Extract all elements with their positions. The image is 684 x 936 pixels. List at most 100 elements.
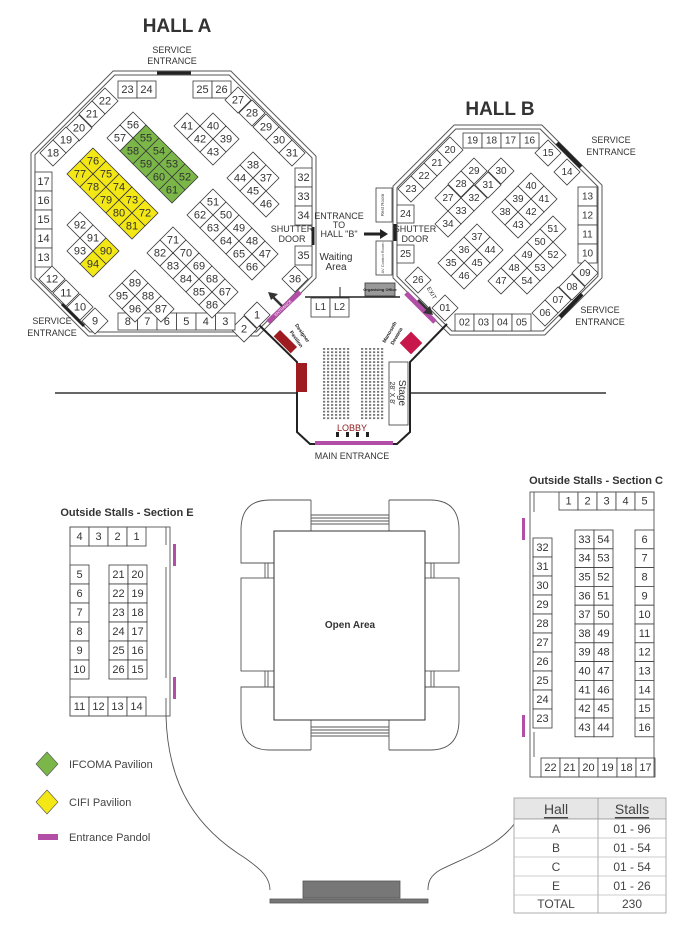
stall-34: 34	[434, 210, 462, 238]
entrance-to-hall-b-label: ENTRANCE	[314, 211, 364, 221]
seat	[373, 354, 376, 357]
stall-number: 33	[578, 534, 590, 546]
stall-box	[118, 212, 146, 240]
stall-number: 04	[497, 318, 509, 329]
seat	[361, 390, 364, 393]
stall-24: 24	[108, 621, 129, 642]
stall-23: 23	[117, 80, 138, 99]
stall-33: 33	[574, 529, 595, 550]
seat	[365, 397, 368, 400]
seat	[323, 364, 326, 367]
stall-2: 2	[577, 491, 598, 511]
seat	[343, 417, 346, 420]
seat	[343, 377, 346, 380]
lift-l2-label: L2	[334, 302, 346, 313]
stall-number: 17	[131, 626, 143, 638]
stall-number: 72	[139, 208, 151, 220]
stall-number: 78	[87, 182, 99, 194]
stall-number: 15	[638, 703, 650, 715]
stall-box	[158, 176, 186, 204]
stall-number: 24	[536, 694, 548, 706]
stall-number: 30	[273, 135, 285, 147]
table-cell: 01 - 26	[613, 879, 651, 893]
seat	[323, 384, 326, 387]
stall-17: 17	[500, 132, 521, 149]
arrow-down-right-icon	[417, 299, 433, 315]
seat	[347, 367, 350, 370]
stall-54: 54	[513, 267, 541, 295]
seat	[377, 361, 380, 363]
stall-54: 54	[593, 529, 614, 550]
stall-number: 45	[597, 703, 609, 715]
seat	[331, 364, 334, 367]
service-entrance-door	[60, 302, 86, 328]
stall-18: 18	[127, 602, 148, 623]
seat	[339, 394, 342, 396]
seat	[377, 407, 380, 410]
stall-box	[66, 293, 94, 321]
seat	[343, 400, 346, 403]
seat	[381, 348, 384, 350]
seat	[381, 377, 384, 380]
stall-number: 4	[203, 316, 209, 328]
stall-number: 09	[579, 268, 591, 279]
stall-number: 29	[468, 166, 480, 177]
stall-number: 03	[478, 318, 490, 329]
stall-number: 6	[164, 316, 170, 328]
seat	[327, 404, 330, 406]
stall-96: 96	[121, 295, 149, 323]
stall-26: 26	[532, 651, 553, 672]
seat	[347, 410, 350, 413]
seat	[369, 348, 372, 350]
stall-number: 26	[412, 275, 424, 286]
service-entrance-door	[558, 292, 584, 319]
stall-number: 50	[534, 237, 546, 248]
stall-number: 23	[112, 607, 124, 619]
stall-number: 63	[207, 223, 219, 235]
seat	[365, 351, 368, 354]
seat	[381, 410, 384, 413]
stall-number: 18	[47, 148, 59, 160]
service-entrance-label: ENTRANCE	[27, 328, 77, 338]
gate-structure	[302, 880, 401, 899]
hall-a-title: HALL A	[143, 16, 212, 37]
seat	[331, 387, 334, 390]
seat	[331, 414, 334, 416]
seat	[331, 397, 334, 400]
seat	[373, 374, 376, 377]
seat	[343, 371, 346, 373]
stall-box	[278, 139, 306, 167]
seat	[365, 417, 368, 420]
table-cell: TOTAL	[537, 897, 575, 911]
seat	[343, 374, 346, 377]
stall-48: 48	[593, 642, 614, 662]
stall-number: 39	[512, 194, 524, 205]
stall-number: 19	[60, 135, 72, 147]
stall-35: 35	[294, 245, 313, 266]
seat	[331, 381, 334, 383]
seat	[373, 348, 376, 350]
seating-area	[323, 348, 384, 420]
stall-number: 3	[603, 496, 609, 508]
seat	[323, 417, 326, 420]
stall-number: 61	[166, 185, 178, 197]
table-header: Stalls	[615, 801, 649, 817]
seat	[327, 361, 330, 363]
seat	[339, 390, 342, 393]
stall-number: 50	[220, 210, 232, 222]
seat	[373, 371, 376, 373]
rest-room-label: Rest Room	[380, 193, 385, 216]
seat	[347, 397, 350, 400]
stall-number: 31	[482, 180, 494, 191]
entrance-pandol	[173, 677, 176, 699]
seat	[339, 400, 342, 403]
seat	[343, 397, 346, 400]
stall-number: 37	[260, 173, 272, 185]
stall-number: 38	[499, 207, 511, 218]
stall-box	[136, 80, 157, 99]
stall-number: 11	[582, 230, 593, 241]
stall-box	[294, 205, 313, 226]
seat	[365, 377, 368, 380]
stall-number: 34	[578, 553, 590, 565]
stall-06: 06	[531, 299, 559, 327]
